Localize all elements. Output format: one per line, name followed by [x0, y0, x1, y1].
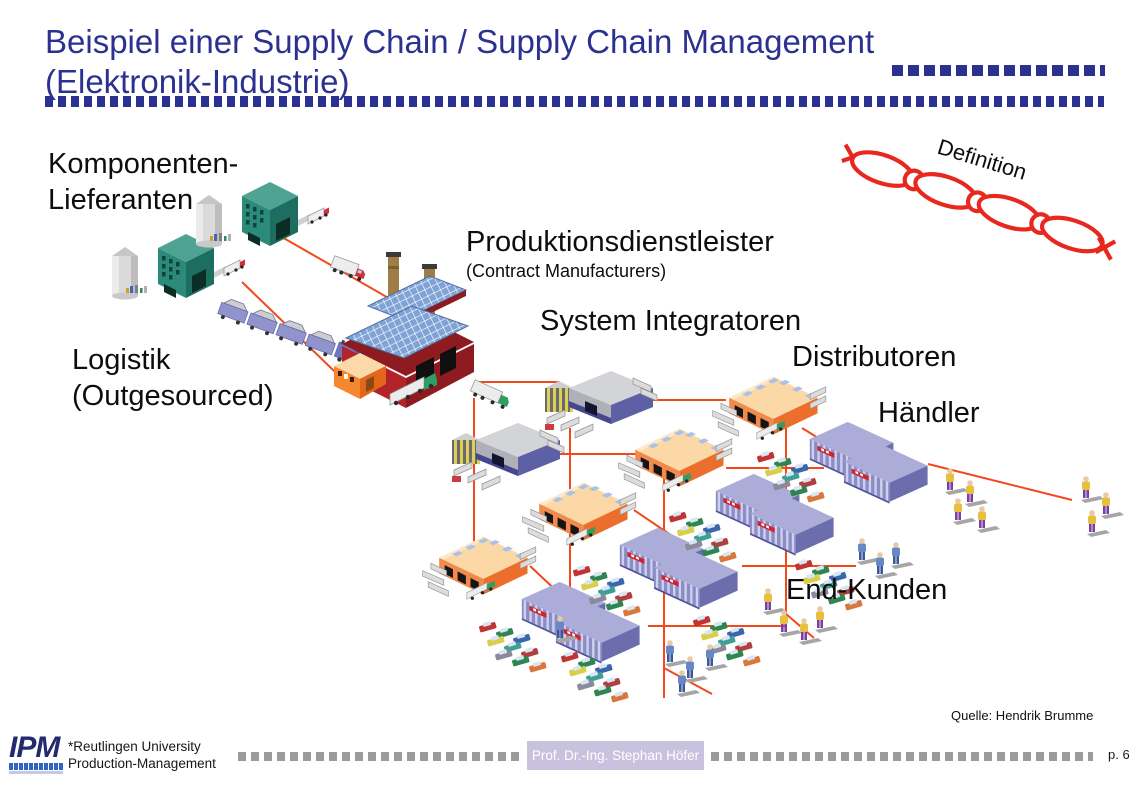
warehouse-icon [712, 376, 827, 441]
warehouse-icon [422, 536, 537, 601]
warehouse-icon [618, 428, 733, 493]
page-title: Beispiel einer Supply Chain / Supply Cha… [45, 22, 874, 102]
car-park-icon [692, 614, 761, 667]
truck-icon [468, 379, 513, 411]
ipm-logo: IPM [9, 733, 65, 774]
ipm-logo-subbar [9, 771, 63, 774]
store-icon [809, 421, 928, 504]
title-line-2: (Elektronik-Industrie) [45, 63, 350, 100]
label-production-service: Produktionsdienstleister (Contract Manuf… [466, 224, 774, 282]
source-credit: Quelle: Hendrik Brumme [951, 708, 1094, 723]
chain-icon [841, 143, 1117, 261]
title-line-1: Beispiel einer Supply Chain / Supply Cha… [45, 23, 875, 60]
footer-dotted-rule-right [711, 752, 1093, 761]
presenter-badge: Prof. Dr.-Ing. Stephan Höfer [527, 741, 704, 770]
org-line: *Reutlingen University [68, 739, 201, 754]
title-dotted-rule-long [45, 96, 1104, 107]
label-line: (Contract Manufacturers) [466, 261, 667, 281]
organization-text: *Reutlingen University Production-Manage… [68, 738, 216, 772]
warehouse-icon [522, 482, 637, 547]
org-line: Production-Management [68, 756, 216, 771]
label-line: Produktionsdienstleister [466, 226, 774, 258]
footer-dotted-rule-left [238, 752, 520, 761]
label-line: Lieferanten [48, 184, 194, 216]
title-dotted-rule-short [892, 65, 1105, 76]
truck-icon [328, 255, 369, 283]
integrator-building-icon [451, 422, 565, 491]
label-end-customers: End-Kunden [786, 574, 948, 606]
car-park-icon [478, 620, 547, 673]
label-line: Logistik [72, 344, 171, 376]
label-line: Komponenten- [48, 148, 239, 180]
label-logistics: Logistik (Outgesourced) [72, 342, 274, 414]
page-number: p. 6 [1108, 747, 1130, 762]
label-line: (Outgesourced) [72, 380, 274, 412]
label-distributors: Distributoren [792, 341, 957, 373]
ipm-logo-text: IPM [9, 731, 60, 764]
integrator-building-icon [544, 370, 658, 439]
supplier-factory-icon [112, 234, 245, 300]
ipm-logo-bar [9, 763, 63, 770]
label-dealers: Händler [878, 397, 980, 429]
label-component-suppliers: Komponenten- Lieferanten [48, 146, 238, 218]
label-system-integrators: System Integratoren [540, 305, 802, 337]
